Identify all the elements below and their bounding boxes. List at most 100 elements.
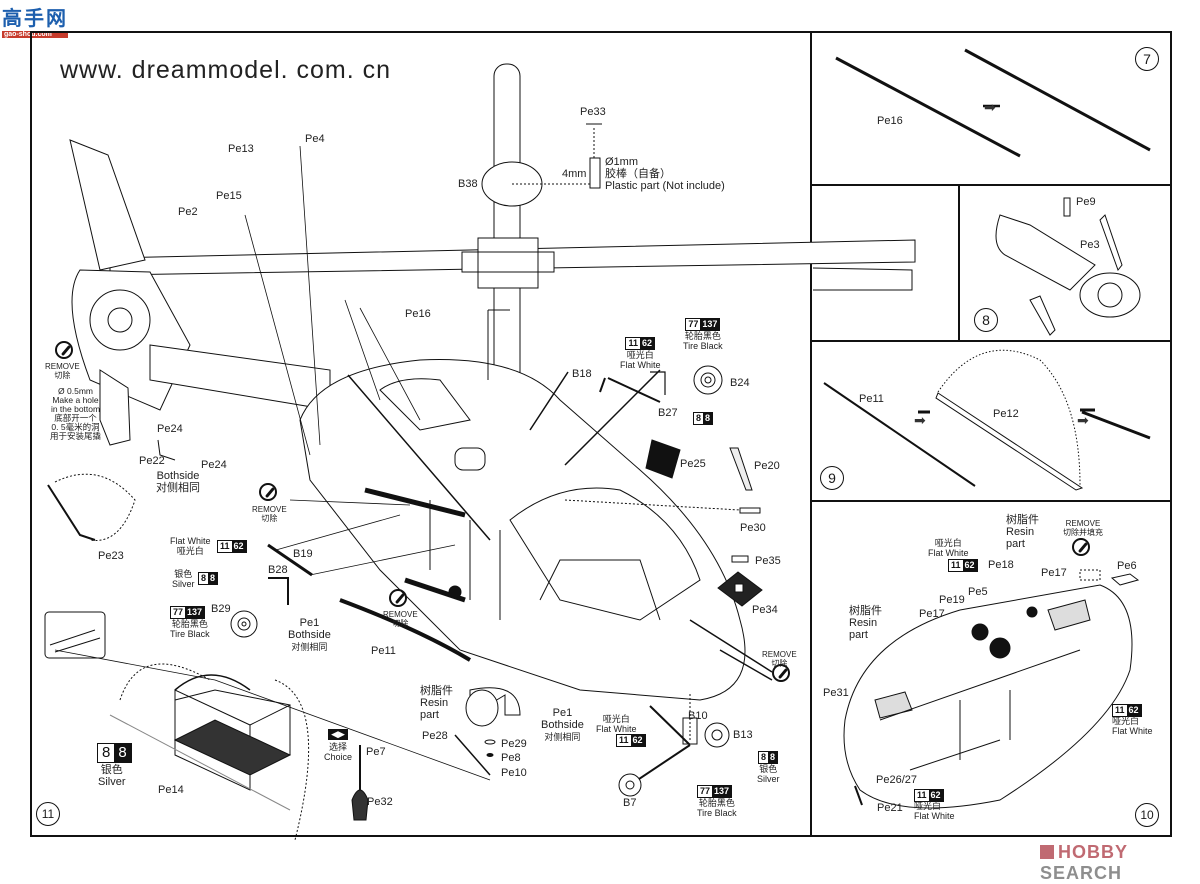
part-label-b10: B10 [688,710,708,722]
part-label-pe9: Pe9 [1076,196,1096,208]
b24-wheel [693,365,723,395]
part-label-pe26-27: Pe26/27 [876,774,917,786]
part-label-pe3: Pe3 [1080,239,1100,251]
panel-step-7 [810,31,1172,186]
fuselage-top [843,584,1133,809]
part-label-pe11: Pe11 [371,645,396,657]
pe11-strip [339,598,472,662]
part-label-pe29: Pe29 [501,738,527,750]
part-label-pe25: Pe25 [680,458,706,470]
pe14-cage [173,674,292,791]
logo-text: 高手网 [2,8,68,30]
tail-fin [69,139,146,271]
panel-step-10 [810,500,1172,837]
step-number-8: 8 [974,308,998,332]
part-label-pe18: Pe18 [988,559,1014,571]
rod-length: 4mm [562,168,587,180]
b13-wheel [704,722,730,748]
part-label-pe33: Pe33 [580,106,606,118]
arrow-right-icon: ➡ [984,99,996,115]
remove-icon [55,341,73,359]
part-label-pe24: Pe24 [157,423,183,435]
remove-icon [772,664,790,682]
part-label-b24: B24 [730,377,750,389]
step-number-10: 10 [1135,803,1159,827]
choice-icon: ◀▶ [328,729,348,740]
rotor-head [461,237,555,289]
hole-note: Ø 0.5mm Make a hole in the bottom 底部开一个 … [50,386,102,441]
part-label-pe30: Pe30 [740,522,766,534]
part-label-pe15: Pe15 [216,190,242,202]
part-label-pe31: Pe31 [823,687,849,699]
arrow-right-icon: ➡ [1077,412,1089,428]
part-label-b18: B18 [572,368,592,380]
part-label-pe6: Pe6 [1117,560,1137,572]
part-label-pe22: Pe22 [139,455,165,467]
part-label-pe2: Pe2 [178,206,198,218]
logo-domain: gao-shou.com [2,31,68,38]
tail-boom [149,344,331,411]
panel-step-11 [30,31,812,837]
step-number-7: 7 [1135,47,1159,71]
part-label-pe35: Pe35 [755,555,781,567]
site-logo: 高手网 gao-shou.com [2,2,68,38]
part-label-b28: B28 [268,564,288,576]
brand-url: www. dreammodel. com. cn [60,56,392,84]
part-label-pe21: Pe21 [877,802,903,814]
part-label-pe13: Pe13 [228,143,254,155]
part-label-pe10: Pe10 [501,767,527,779]
part-label-pe28: Pe28 [422,730,448,742]
part-label-pe7: Pe7 [366,746,386,758]
tail-detail [995,214,1096,291]
part-label-pe16: Pe16 [405,308,431,320]
step-number-9: 9 [820,466,844,490]
part-label-pe8: Pe8 [501,752,521,764]
part-label-b38: B38 [458,178,478,190]
part-label-b19: B19 [293,548,313,560]
part-label-pe20: Pe20 [754,460,780,472]
arrow-right-icon: ➡ [914,412,926,428]
b7-wheel [618,773,642,797]
remove-icon [259,483,277,501]
part-label-pe17: Pe17 [1041,567,1067,579]
watermark-icon [1040,845,1054,859]
remove-icon [389,589,407,607]
part-label-pe12: Pe12 [993,408,1019,420]
remove-icon [1072,538,1090,556]
tail-fan [89,289,151,351]
part-label-pe19: Pe19 [939,594,965,606]
part-label-pe14: Pe14 [158,784,184,796]
part-label-b13: B13 [733,729,753,741]
